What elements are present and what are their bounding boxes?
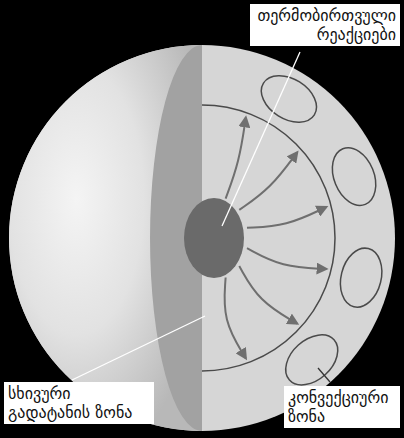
radiation-arrow: [226, 118, 246, 199]
radiation-arrow: [225, 277, 246, 358]
zone-label: თერმობირთვული რეაქციები: [250, 4, 400, 46]
leader-lines: [72, 52, 330, 382]
convection-cell: [276, 325, 347, 395]
zone-label: სხივური გადატანის ზონა: [4, 382, 154, 424]
leader-line: [72, 316, 205, 380]
zone-label: კონვექციური ზონა: [284, 386, 400, 428]
core: [184, 198, 244, 278]
convection-cells: [253, 66, 388, 395]
leader-line: [318, 368, 330, 382]
radiation-arrow: [247, 248, 326, 269]
star-section: [9, 45, 395, 431]
radiation-arrow: [239, 266, 297, 324]
leader-line: [222, 52, 300, 226]
convection-cell: [324, 141, 384, 212]
convection-cell: [334, 244, 387, 312]
radiation-arrow: [247, 207, 326, 228]
star-surface: [9, 45, 202, 431]
radiation-arrow: [239, 152, 297, 210]
